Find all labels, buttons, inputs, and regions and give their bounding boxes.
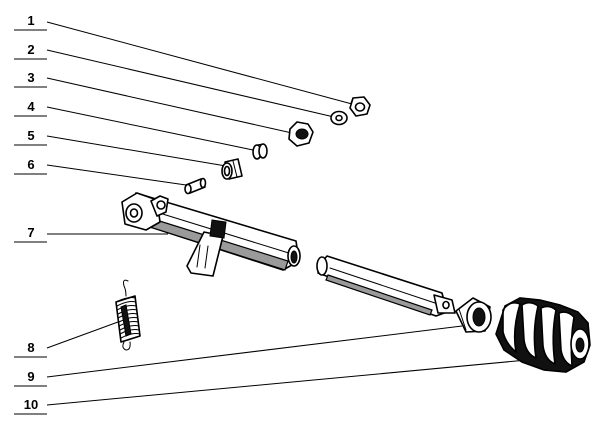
tension-spring-part: [115, 279, 141, 351]
leader-line-2: [46, 49, 335, 118]
nut-part: [349, 96, 371, 117]
callout-label-10: 10: [24, 397, 38, 412]
pin-part: [184, 177, 207, 195]
spring-washer-part: [252, 143, 268, 160]
flanged-nut-part: [288, 121, 314, 147]
leader-line-10: [46, 359, 528, 406]
callout-1: 1: [14, 13, 353, 105]
callout-label-5: 5: [27, 128, 34, 143]
sleeve-part: [455, 297, 492, 333]
leader-line-6: [46, 164, 187, 186]
callout-9: 9: [14, 325, 463, 387]
callout-label-9: 9: [27, 369, 34, 384]
leader-line-8: [46, 321, 119, 349]
leader-line-9: [46, 325, 463, 378]
leader-line-3: [46, 77, 293, 134]
callout-label-3: 3: [27, 70, 34, 85]
callout-7: 7: [14, 225, 168, 243]
shaft-assembly-part: [121, 192, 456, 317]
callout-2: 2: [14, 42, 335, 118]
callout-label-8: 8: [27, 340, 34, 355]
callout-label-1: 1: [27, 13, 34, 28]
callout-6: 6: [14, 157, 187, 186]
callout-3: 3: [14, 70, 293, 134]
bushing-part: [221, 158, 243, 180]
callout-8: 8: [14, 321, 119, 358]
leader-line-5: [46, 135, 227, 167]
leader-line-1: [46, 21, 353, 105]
callout-label-4: 4: [27, 99, 35, 114]
callout-5: 5: [14, 128, 227, 167]
leader-line-4: [46, 106, 254, 151]
callout-label-7: 7: [27, 225, 34, 240]
callout-label-2: 2: [27, 42, 34, 57]
washer-part: [330, 110, 348, 126]
callout-10: 10: [14, 359, 528, 415]
rubber-boot-part: [495, 297, 591, 373]
callout-label-6: 6: [27, 157, 34, 172]
callout-4: 4: [14, 99, 254, 151]
